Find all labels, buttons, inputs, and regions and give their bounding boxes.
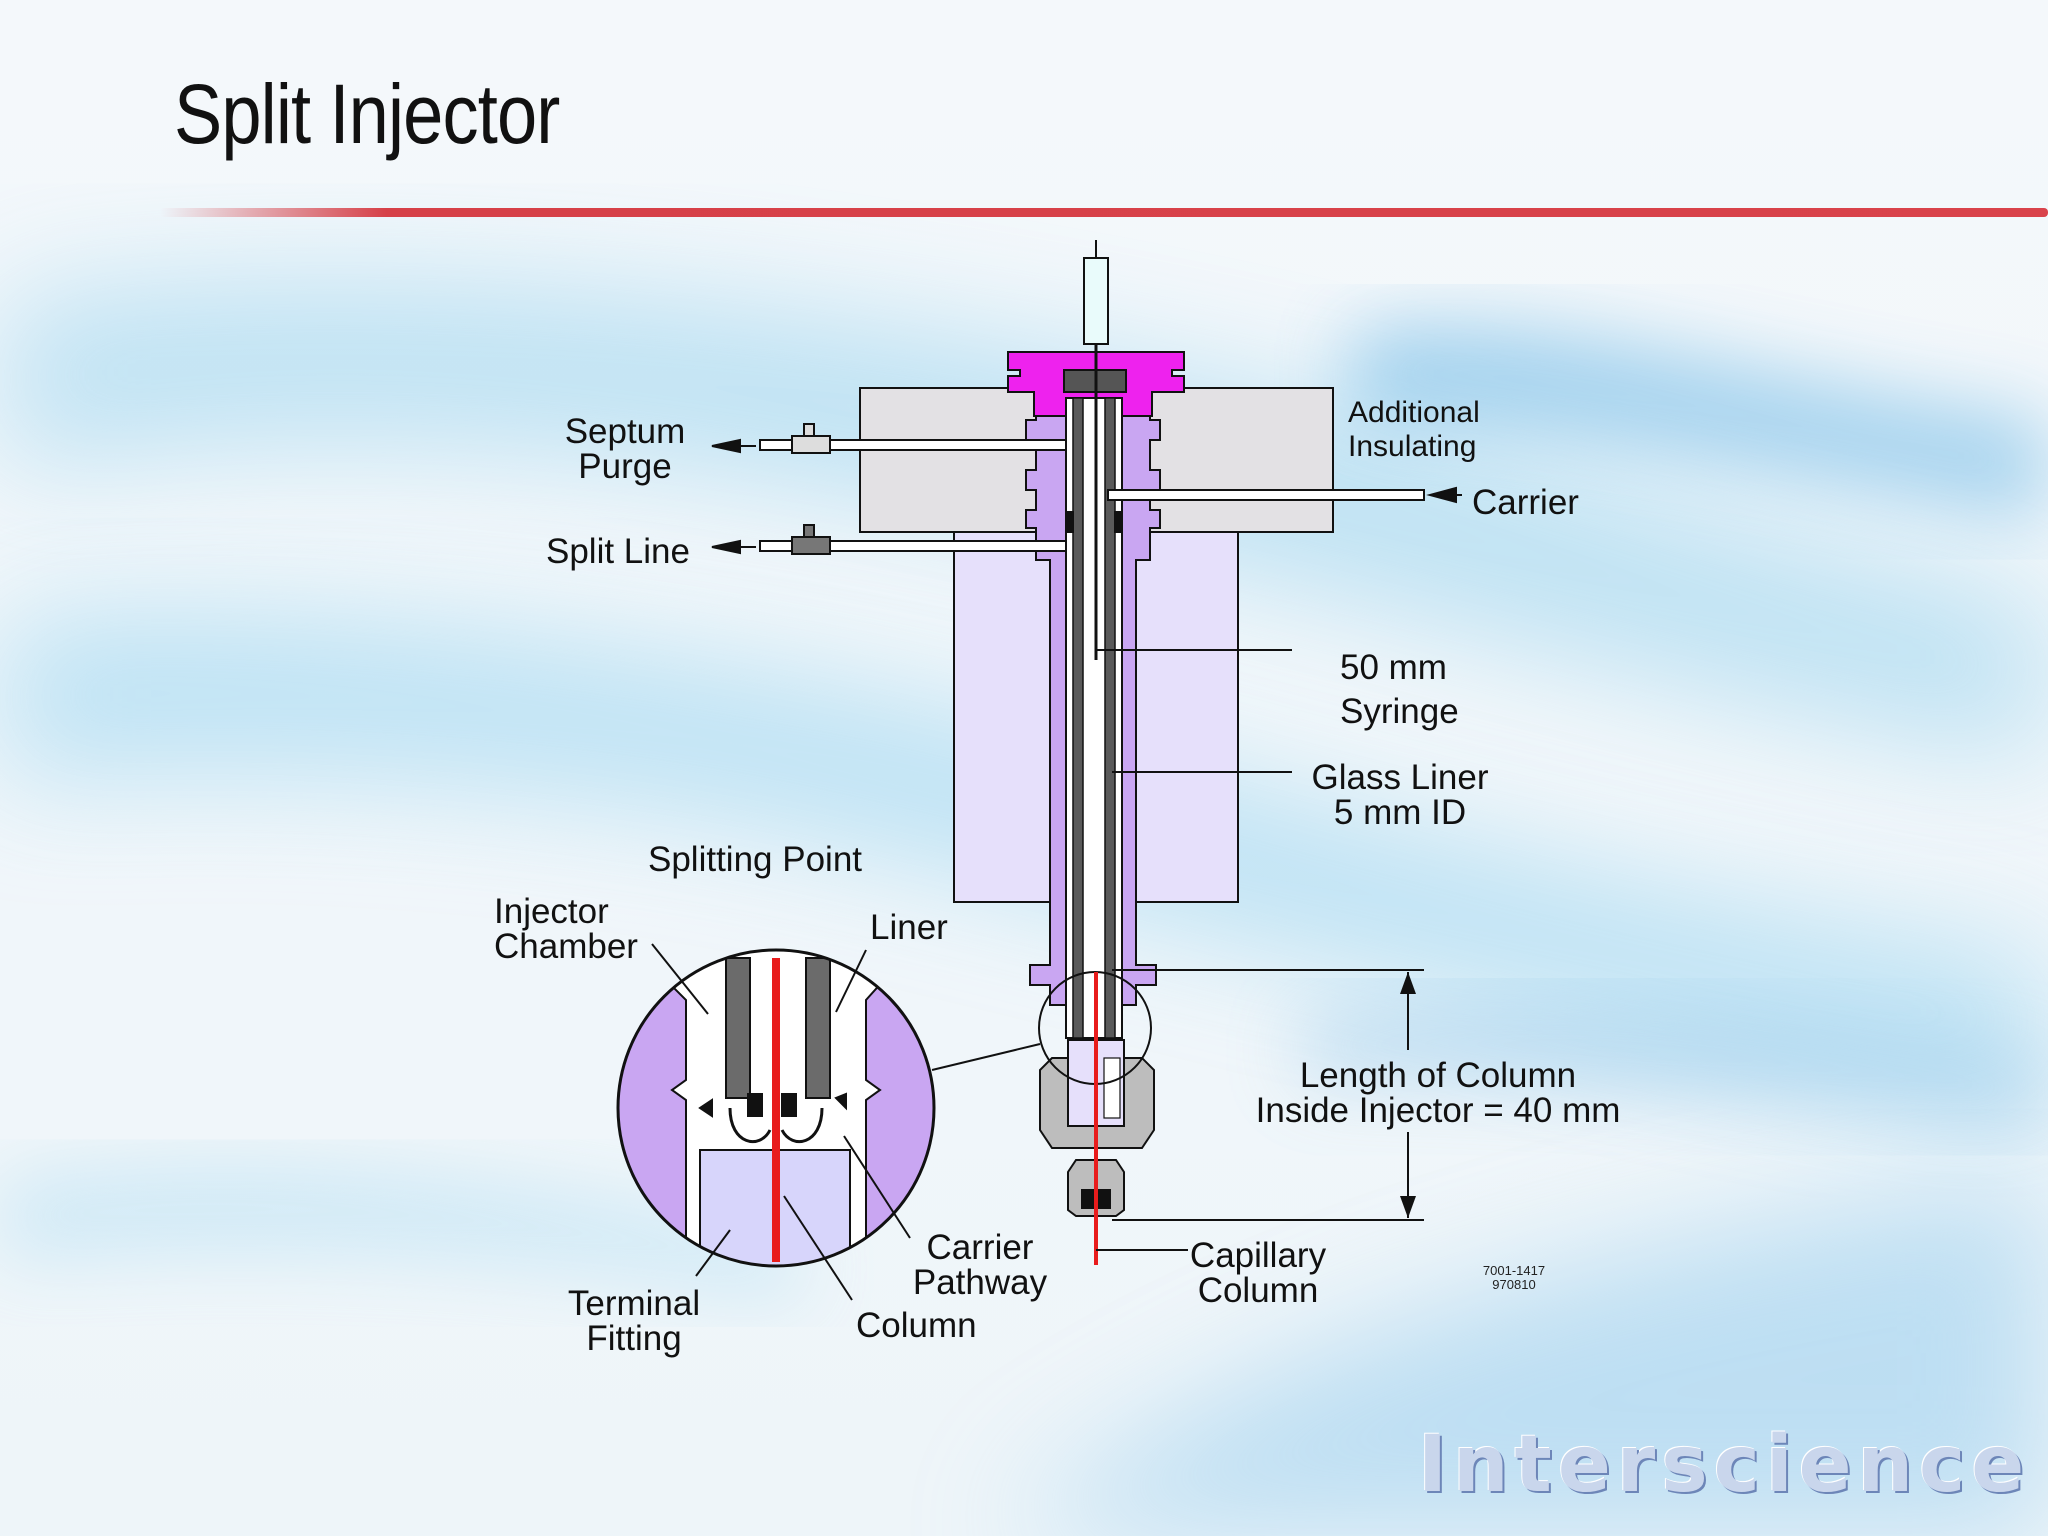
label-syringe-line1: 50 mm xyxy=(1340,648,1447,687)
label-split-line: Split Line xyxy=(546,532,690,571)
label-splitting-point: Splitting Point xyxy=(648,840,863,879)
label-carrier-pathway-line1: Carrier xyxy=(926,1228,1034,1267)
label-capillary-column: Capillary Column xyxy=(1178,1238,1338,1308)
label-capillary-line1: Capillary xyxy=(1189,1236,1327,1275)
title-rule xyxy=(160,208,2048,217)
drawing-code: 7001-1417 970810 xyxy=(1464,1264,1564,1292)
label-carrier-pathway-line2: Pathway xyxy=(912,1263,1048,1302)
label-additional-line2: Insulating xyxy=(1348,430,1477,463)
interscience-logo: Interscience xyxy=(1418,1420,2031,1510)
label-carrier: Carrier xyxy=(1472,483,1579,522)
label-carrier-pathway: Carrier Pathway xyxy=(900,1230,1060,1300)
split-line-tube xyxy=(759,540,1067,552)
label-additional-line1: Additional xyxy=(1348,396,1480,429)
label-injector-chamber: Injector Chamber xyxy=(494,894,638,964)
label-septum-purge-line2: Purge xyxy=(578,447,672,486)
label-length-line2: Inside Injector = 40 mm xyxy=(1255,1091,1621,1130)
drawing-code-number: 7001-1417 xyxy=(1482,1263,1546,1278)
label-glass-liner-line2: 5 mm ID xyxy=(1333,793,1467,832)
label-liner: Liner xyxy=(870,908,948,947)
label-terminal-fitting-line1: Terminal xyxy=(567,1284,701,1323)
label-septum-purge: Septum Purge xyxy=(560,414,690,484)
label-terminal-fitting-line2: Fitting xyxy=(586,1319,682,1358)
slide-title: Split Injector xyxy=(174,67,560,161)
label-injector-chamber-line2: Chamber xyxy=(494,927,638,966)
label-septum-purge-line1: Septum xyxy=(564,412,686,451)
label-length-line1: Length of Column xyxy=(1299,1056,1577,1095)
label-syringe-line2: Syringe xyxy=(1340,692,1459,731)
label-glass-liner: Glass Liner 5 mm ID xyxy=(1300,760,1500,830)
label-glass-liner-line1: Glass Liner xyxy=(1311,758,1489,797)
label-additional-insulating: Additional Insulating xyxy=(1348,396,1480,464)
label-capillary-line2: Column xyxy=(1197,1271,1319,1310)
label-length-of-column: Length of Column Inside Injector = 40 mm xyxy=(1238,1058,1638,1128)
carrier-tube xyxy=(1107,489,1425,501)
label-terminal-fitting: Terminal Fitting xyxy=(554,1286,714,1356)
drawing-code-date: 970810 xyxy=(1492,1277,1536,1292)
septum-purge-tube xyxy=(759,439,1067,451)
label-injector-chamber-line1: Injector xyxy=(494,892,609,931)
syringe-barrel xyxy=(1083,257,1109,345)
label-column: Column xyxy=(856,1306,977,1345)
label-syringe: 50 mm Syringe xyxy=(1340,646,1459,734)
